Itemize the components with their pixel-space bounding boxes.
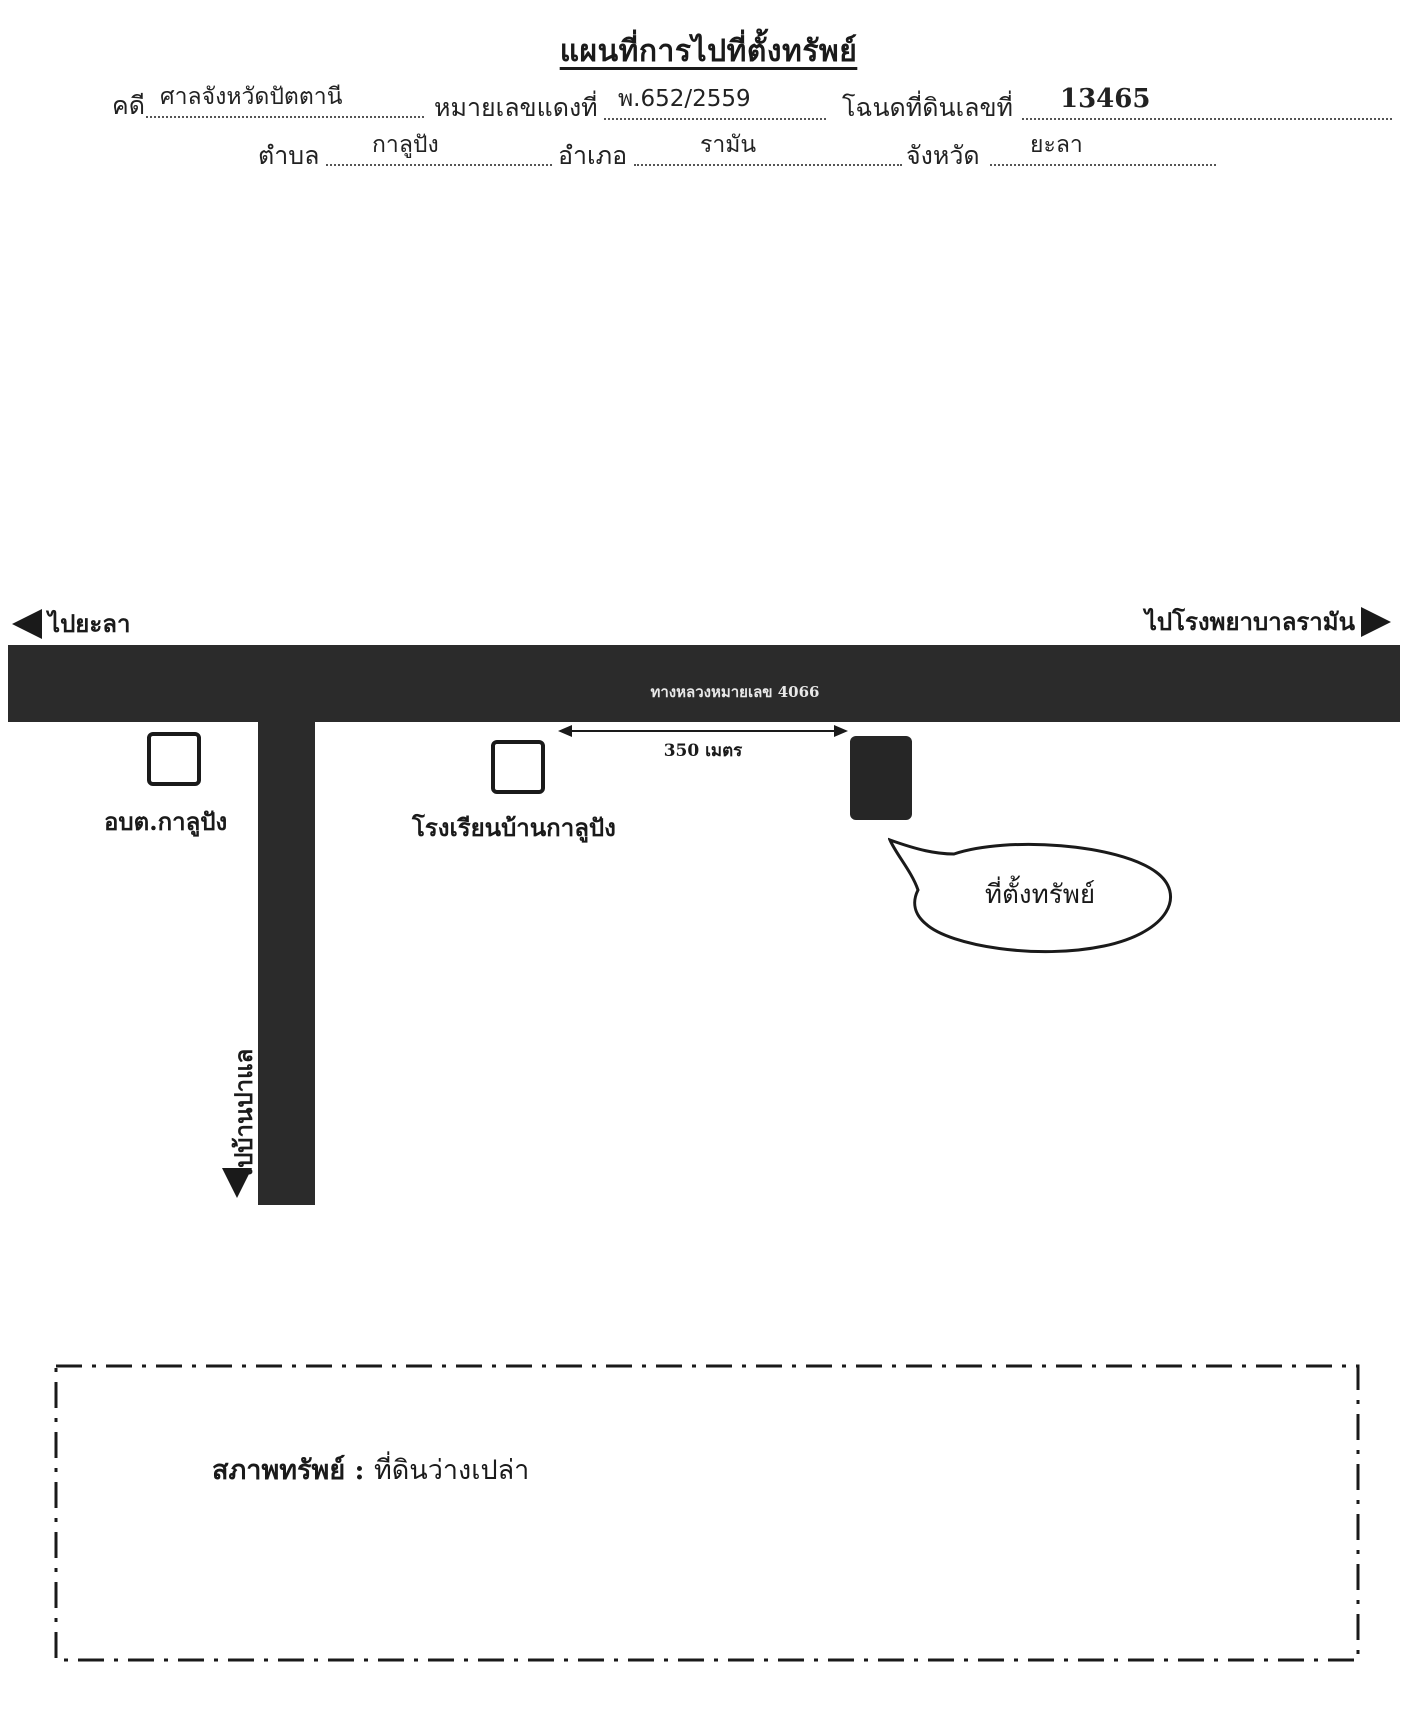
- subdistrict-value: กาลูปัง: [326, 130, 552, 166]
- landmark-sao-marker: [147, 732, 201, 786]
- red-number-label: หมายเลขแดงที่: [434, 93, 598, 122]
- highway-label: ทางหลวงหมายเลข 4066: [650, 683, 820, 701]
- highway-road: [8, 645, 1400, 722]
- property-condition-label: สภาพทรัพย์ :: [212, 1455, 365, 1486]
- case-label: คดี: [112, 91, 145, 120]
- arrow-down-icon: [222, 1168, 252, 1198]
- case-court-value: ศาลจังหวัดปัตตานี: [146, 82, 424, 118]
- landmark-school-label: โรงเรียนบ้านกาลูปัง: [412, 813, 616, 842]
- property-condition-value: ที่ดินว่างเปล่า: [373, 1455, 530, 1486]
- condition-box-border: [54, 1364, 1360, 1662]
- side-road: [258, 718, 315, 1205]
- red-number-value: พ.652/2559: [604, 84, 826, 120]
- direction-right: ไปโรงพยาบาลรามัน: [1145, 602, 1391, 641]
- arrow-right-icon: [1361, 606, 1391, 637]
- property-callout-label: ที่ตั้งทรัพย์: [984, 880, 1096, 910]
- district-label: อำเภอ: [558, 141, 628, 170]
- subdistrict-label: ตำบล: [258, 141, 320, 170]
- direction-right-label: ไปโรงพยาบาลรามัน: [1144, 607, 1355, 636]
- page-title: แผนที่การไปที่ตั้งทรัพย์: [559, 34, 858, 69]
- distance-arrow-icon: [558, 725, 848, 737]
- title-deed-number: 13465: [1022, 84, 1392, 120]
- direction-left: ไปยะลา: [12, 604, 130, 643]
- landmark-sao-label: อบต.กาลูปัง: [104, 807, 228, 836]
- arrow-left-icon: [12, 608, 42, 639]
- direction-left-label: ไปยะลา: [48, 609, 131, 638]
- direction-down: ไปบ้านปาแล: [208, 1030, 268, 1200]
- property-marker: [850, 736, 912, 820]
- district-value: รามัน: [634, 130, 902, 166]
- province-value: ยะลา: [990, 130, 1216, 166]
- province-label: จังหวัด: [906, 141, 980, 170]
- direction-down-label: ไปบ้านปาแล: [229, 1048, 258, 1180]
- landmark-school-marker: [491, 740, 545, 794]
- title-deed-label: โฉนดที่ดินเลขที่: [842, 93, 1014, 122]
- distance-label: 350 เมตร: [663, 741, 743, 761]
- speech-bubble-icon: [888, 837, 1173, 954]
- property-condition: สภาพทรัพย์ : ที่ดินว่างเปล่า: [212, 1448, 529, 1491]
